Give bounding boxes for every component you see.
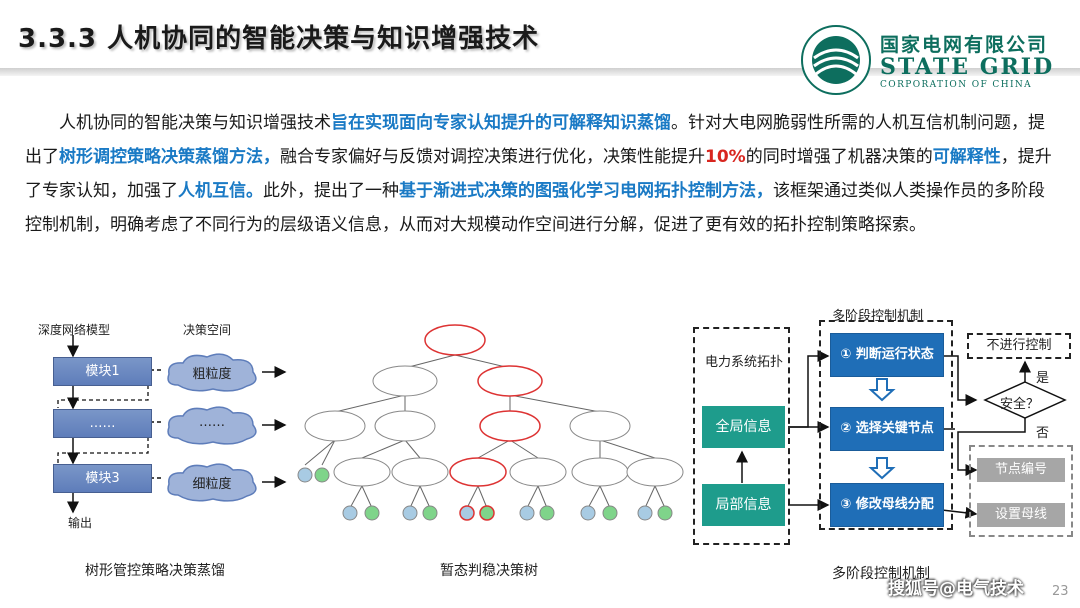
global-info-box: 全局信息 xyxy=(702,406,785,448)
stage-modify-bus: ③ 修改母线分配 xyxy=(830,483,944,527)
logo-name-cn: 国家电网有限公司 xyxy=(880,34,1049,56)
cloud-label-coarse: 粗粒度 xyxy=(192,367,232,382)
watermark: 搜狐号@电气技术 xyxy=(888,579,1024,599)
module-box: 模块1 xyxy=(53,357,152,386)
decision-tree xyxy=(297,324,684,521)
stages-frame xyxy=(819,320,953,530)
logo-subtitle: CORPORATION OF CHINA xyxy=(880,80,1033,90)
state-grid-logo-emblem xyxy=(801,25,871,95)
title-underline xyxy=(0,68,1080,76)
slide-title: 3.3.3 人机协同的智能决策与知识增强技术 xyxy=(18,24,540,54)
cloud-label-ellipsis: …… xyxy=(199,415,225,430)
label-power-system-topology: 电力系统拓扑 xyxy=(705,355,784,370)
label-deep-network-model: 深度网络模型 xyxy=(38,323,111,337)
stage-judge-state: ① 判断运行状态 xyxy=(830,333,944,377)
cloud-icon xyxy=(167,406,257,445)
cloud-icon xyxy=(167,353,257,392)
outputs-frame xyxy=(969,445,1073,537)
paragraph-segment: 可解释性 xyxy=(932,147,1001,167)
label-output: 输出 xyxy=(68,516,93,530)
module-box: 模块3 xyxy=(53,464,152,493)
module-box: …… xyxy=(53,409,152,438)
decision-no: 否 xyxy=(1036,426,1050,441)
paragraph-segment: 融合专家偏好与反馈对调控决策进行优化，决策性能提升 xyxy=(280,147,705,167)
paragraph-segment: 旨在实现面向专家认知提升的可解释知识蒸馏 xyxy=(331,113,671,133)
body-paragraph: 人机协同的智能决策与知识增强技术旨在实现面向专家认知提升的可解释知识蒸馏。针对大… xyxy=(25,106,1055,242)
logo-name-en: STATE GRID xyxy=(880,54,1055,80)
local-info-box: 局部信息 xyxy=(702,484,785,526)
node-id-box: 节点编号 xyxy=(977,458,1065,482)
caption-middle: 暂态判稳决策树 xyxy=(440,563,538,579)
paragraph-segment: ，提升了专家认知，加强了 xyxy=(25,147,1052,201)
no-control-box: 不进行控制 xyxy=(967,333,1071,359)
cloud-label-fine: 细粒度 xyxy=(192,477,232,492)
paragraph-segment: 树形调控策略决策蒸馏方法， xyxy=(59,147,280,167)
decision-safe: 安全？ xyxy=(1000,397,1040,412)
page-number: 23 xyxy=(1052,584,1069,599)
cloud-icon xyxy=(167,463,257,502)
paragraph-segment: 人机协同的智能决策与知识增强技术 xyxy=(59,113,331,133)
paragraph-segment: 人机互信。 xyxy=(178,181,263,201)
paragraph-segment: 。针对大电网脆弱性所需的人机互信机制问题，提出了 xyxy=(25,113,1045,167)
paragraph-segment: 基于渐进式决策的图强化学习电网拓扑控制方法， xyxy=(399,181,773,201)
paragraph-segment: 此外，提出了一种 xyxy=(263,181,399,201)
paragraph-segment: 10% xyxy=(705,147,746,167)
input-group-frame xyxy=(693,327,790,545)
stage-select-node: ② 选择关键节点 xyxy=(830,407,944,451)
set-bus-box: 设置母线 xyxy=(977,503,1065,527)
paragraph-segment: 该框架通过类似人类操作员的多阶段控制机制，明确考虑了不同行为的层级语义信息，从而… xyxy=(25,181,1045,235)
caption-right: 多阶段控制机制 xyxy=(832,566,930,582)
label-decision-space: 决策空间 xyxy=(183,323,232,337)
paragraph-segment: 的同时增强了机器决策的 xyxy=(745,147,933,167)
caption-left: 树形管控策略决策蒸馏 xyxy=(85,563,225,579)
decision-yes: 是 xyxy=(1036,371,1050,386)
